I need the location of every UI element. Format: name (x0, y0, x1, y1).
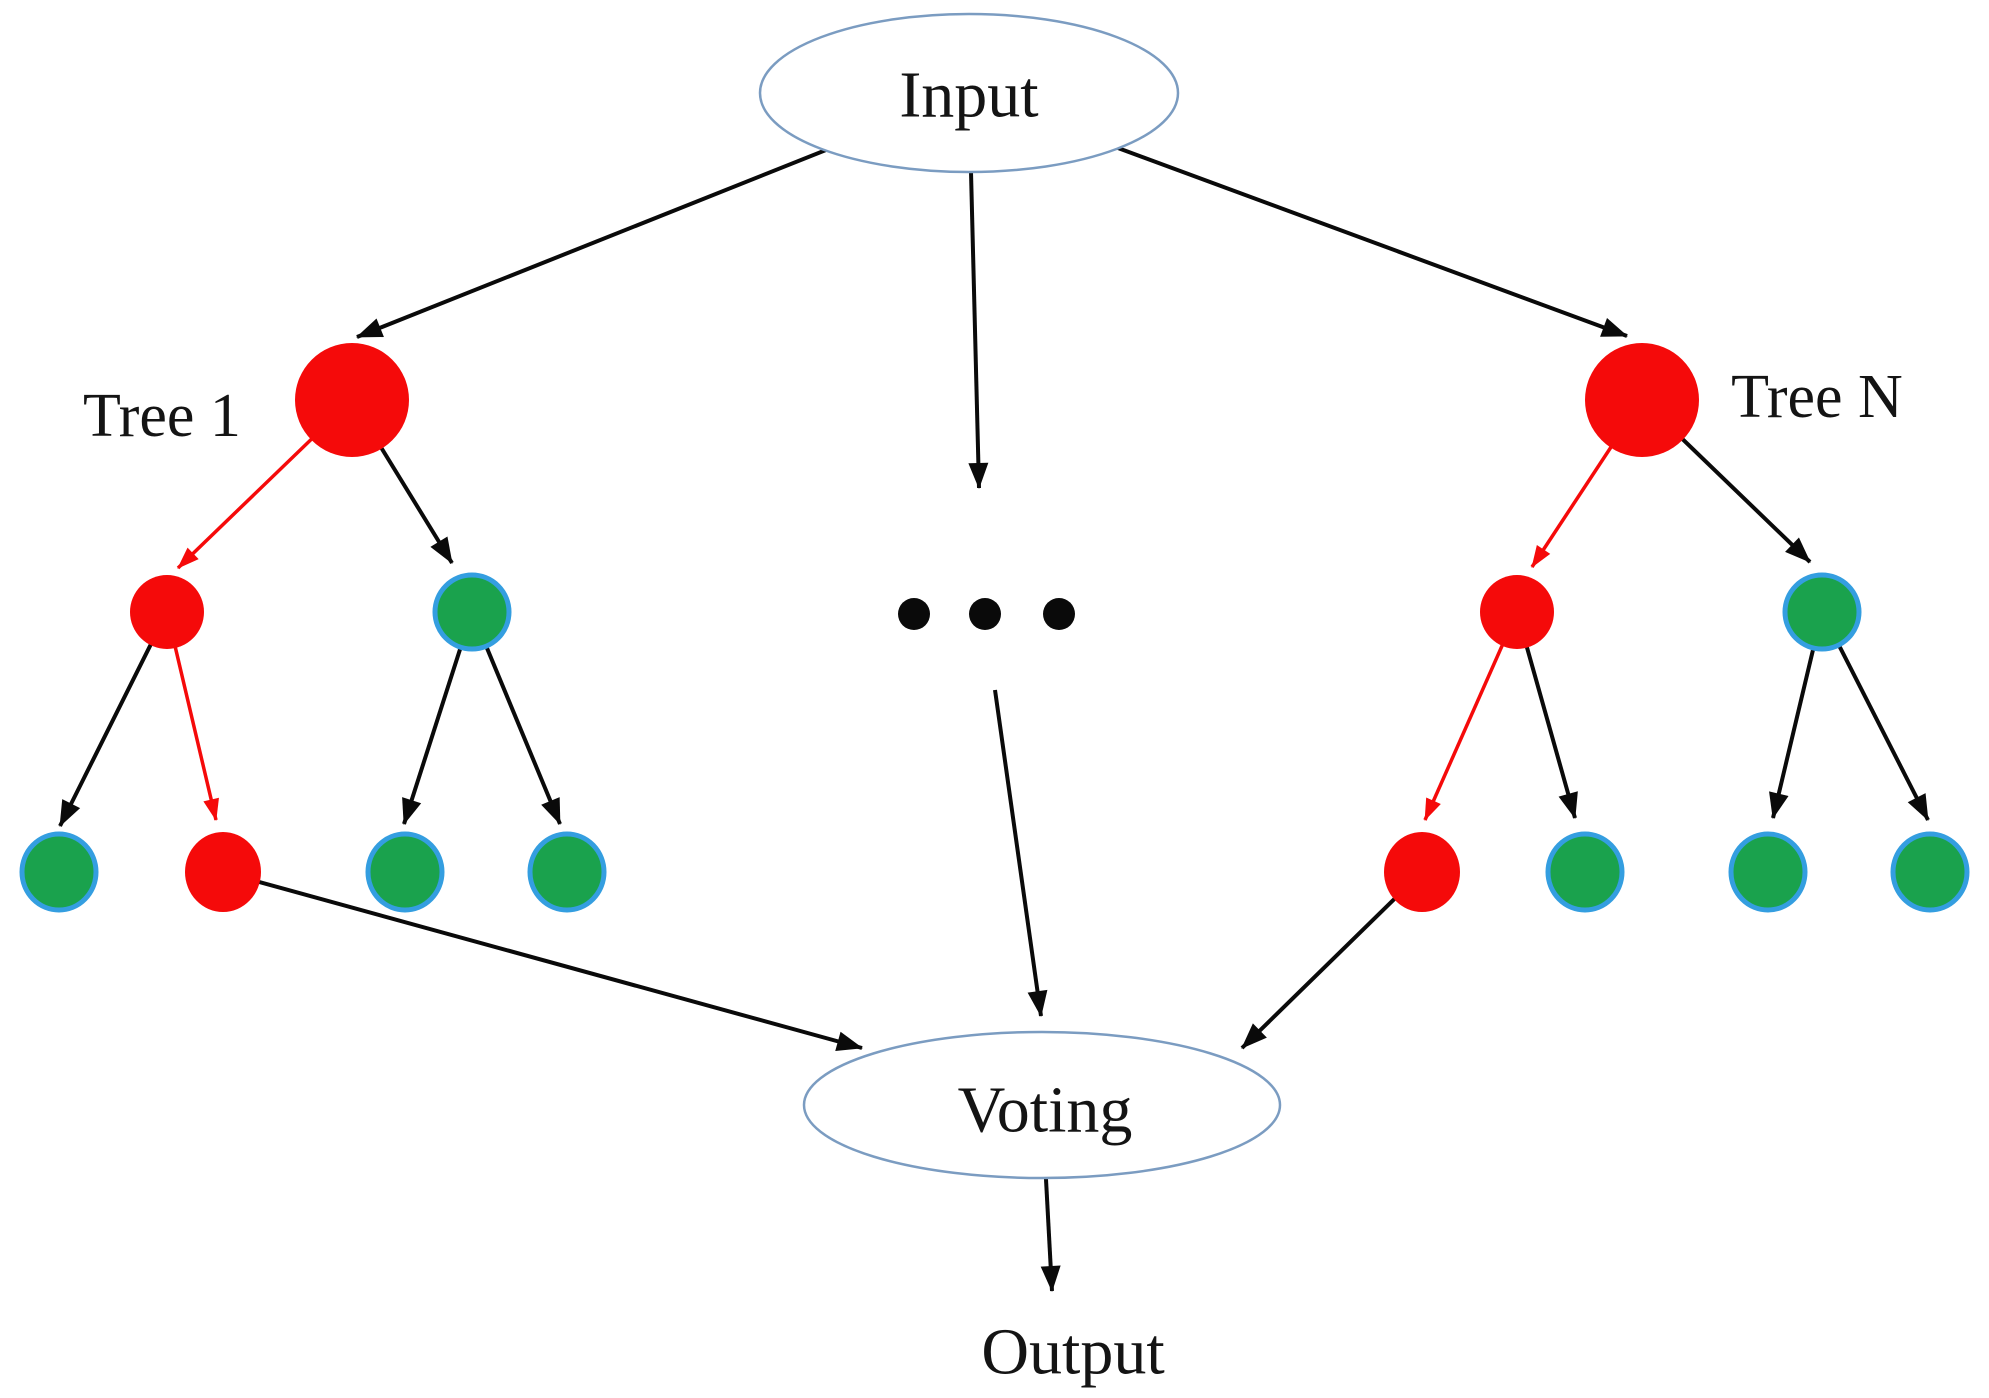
output-label: Output (981, 1316, 1164, 1389)
tree1-root-node (295, 343, 409, 457)
ellipsis-dot-3 (1043, 598, 1075, 630)
tree1-leaf-2-node (185, 832, 261, 912)
edge-treeN-leaf1-to-voting (1240, 870, 1424, 1050)
treeN-label: Tree N (1731, 363, 1903, 431)
edge-tree1-leaf2-to-voting (222, 870, 863, 1052)
tree-nodes-layer (19, 343, 1970, 913)
treeN-leaf-4-node (1890, 831, 1970, 913)
ellipsis-dot-2 (969, 598, 1001, 630)
treeN-leaf-2-node (1545, 831, 1625, 913)
input-ellipse (758, 12, 1180, 174)
ellipsis-dots-layer (898, 598, 1075, 630)
tree1-leaf-4-node (527, 831, 607, 913)
tree1-label: Tree 1 (83, 382, 241, 450)
tree1-mid-left-node (130, 575, 204, 649)
edge-tree1-midleft-to-leaf1 (58, 611, 169, 827)
tree1-mid-right-node (432, 572, 512, 652)
tree1-leaf-3-node (365, 831, 445, 913)
voting-ellipse (802, 1030, 1282, 1180)
input-label: Input (899, 59, 1038, 132)
edge-middle-to-voting (993, 689, 1048, 1017)
treeN-root-node (1585, 343, 1699, 457)
treeN-leaf-3-node (1728, 831, 1808, 913)
tree1-leaf-1-node (19, 831, 99, 913)
voting-label: Voting (958, 1074, 1133, 1147)
ellipsis-dot-1 (898, 598, 930, 630)
treeN-mid-right-node (1782, 572, 1862, 652)
treeN-mid-left-node (1480, 575, 1554, 649)
edge-treeN-midleft-to-leaf1 (1423, 611, 1519, 821)
treeN-leaf-1-node (1384, 832, 1460, 912)
